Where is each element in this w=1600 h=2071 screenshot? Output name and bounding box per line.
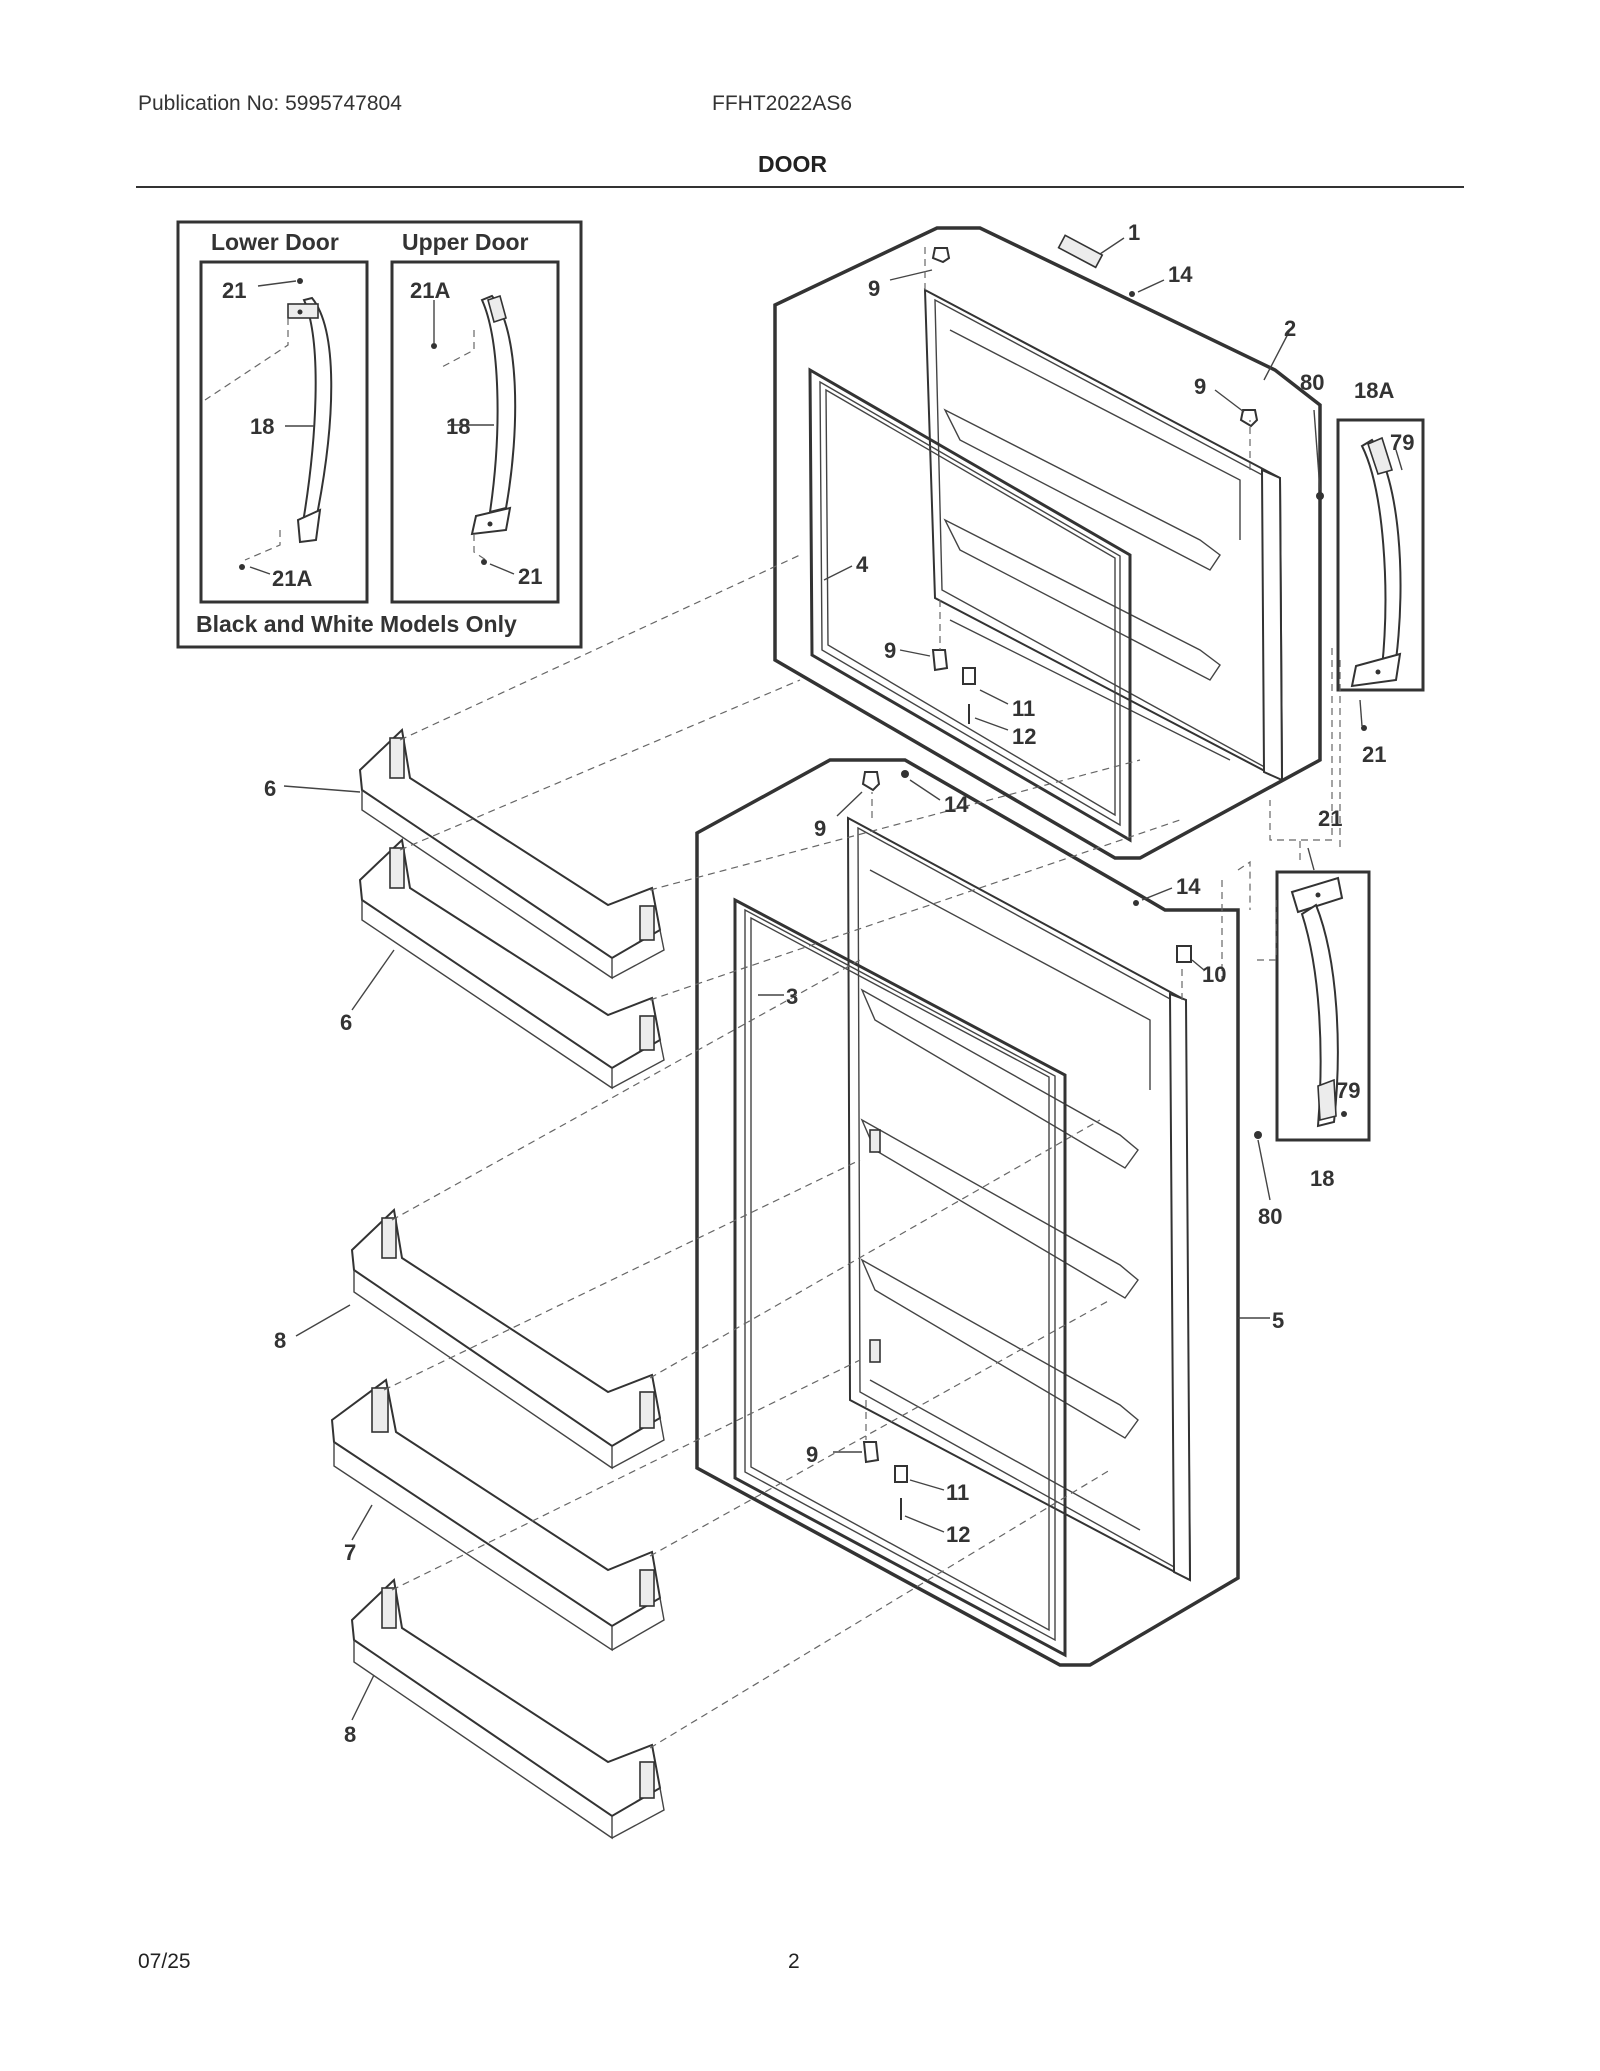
footer-page-number: 2 xyxy=(788,1950,800,1973)
callout-11-b: 11 xyxy=(946,1480,969,1505)
callout-18: 18 xyxy=(1310,1166,1334,1191)
callout-12-a: 12 xyxy=(1012,724,1036,749)
door-bin-6-lower xyxy=(358,679,1181,1090)
callout-14-b: 14 xyxy=(944,792,969,817)
leader-8b xyxy=(351,1674,375,1721)
callout-11-a: 11 xyxy=(1012,696,1035,721)
callout-4: 4 xyxy=(856,552,869,577)
callout-7: 7 xyxy=(344,1540,356,1565)
door-bin-7 xyxy=(330,1159,1111,1652)
header-rule xyxy=(136,186,1464,188)
door-bin-6-upper xyxy=(358,554,1141,980)
model-number: FFHT2022AS6 xyxy=(712,92,853,115)
door-bin-8-upper xyxy=(350,959,1101,1470)
callout-14-a: 14 xyxy=(1168,262,1193,287)
upper-door-handle-part xyxy=(431,294,517,575)
callout-9-a: 9 xyxy=(868,276,880,301)
callout-3: 3 xyxy=(786,984,798,1009)
lower-door-assembly xyxy=(695,758,1271,1667)
leader-6b xyxy=(351,949,395,1011)
callout-9-c: 9 xyxy=(884,638,896,663)
callout-1: 1 xyxy=(1128,220,1140,245)
callout-8-b: 8 xyxy=(344,1722,356,1747)
callout-79-a: 79 xyxy=(1390,430,1414,455)
inset-callout-21a-a: 21A xyxy=(272,566,312,591)
door-bin-8-lower xyxy=(350,1359,1111,1840)
leader-7 xyxy=(351,1504,373,1541)
inset-note: Black and White Models Only xyxy=(196,611,517,637)
callout-79-b: 79 xyxy=(1336,1078,1360,1103)
lower-door-handle-part xyxy=(204,278,333,575)
footer-date: 07/25 xyxy=(138,1950,191,1973)
callout-21-a: 21 xyxy=(1362,742,1386,767)
inset-callout-21-a: 21 xyxy=(222,278,246,303)
inset-panel: Lower Door Upper Door Black and White Mo… xyxy=(176,220,583,649)
callout-6-a: 6 xyxy=(264,776,276,801)
callout-18a: 18A xyxy=(1354,378,1394,403)
callout-10: 10 xyxy=(1202,962,1226,987)
callout-21-b: 21 xyxy=(1318,806,1342,831)
inset-upper-door-label: Upper Door xyxy=(402,229,529,255)
publication-number: Publication No: 5995747804 xyxy=(138,92,402,115)
callout-6-b: 6 xyxy=(340,1010,352,1035)
inset-lower-door-label: Lower Door xyxy=(211,229,339,255)
callout-14-c: 14 xyxy=(1176,874,1201,899)
upper-door-assembly xyxy=(773,226,1324,860)
inset-callout-18-a: 18 xyxy=(250,414,274,439)
inset-callout-21-b: 21 xyxy=(518,564,542,589)
callout-5: 5 xyxy=(1272,1308,1284,1333)
leader-8a xyxy=(295,1304,351,1337)
callout-9-b: 9 xyxy=(1194,374,1206,399)
callout-12-b: 12 xyxy=(946,1522,970,1547)
callout-9-d: 9 xyxy=(814,816,826,841)
callout-80-a: 80 xyxy=(1300,370,1324,395)
leader-6a xyxy=(283,785,361,793)
upper-handle-18a xyxy=(1269,418,1425,850)
callout-9-e: 9 xyxy=(806,1442,818,1467)
section-title: DOOR xyxy=(758,151,827,177)
inset-callout-21a-b: 21A xyxy=(410,278,450,303)
callout-8-a: 8 xyxy=(274,1328,286,1353)
callout-2: 2 xyxy=(1284,316,1296,341)
callout-80-b: 80 xyxy=(1258,1204,1282,1229)
lower-handle-18 xyxy=(1254,836,1371,1142)
inset-callout-18-b: 18 xyxy=(446,414,470,439)
